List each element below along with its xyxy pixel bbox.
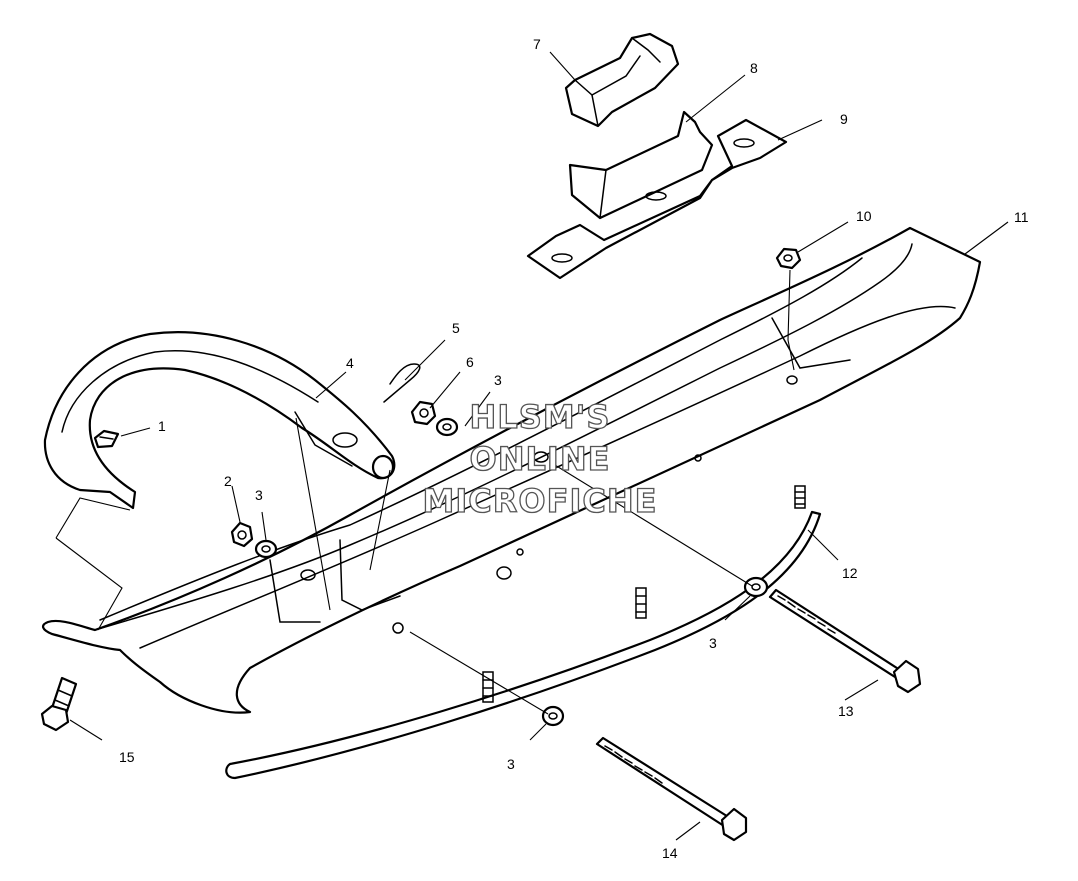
saddle-plate-part xyxy=(526,118,788,280)
callout-8: 8 xyxy=(750,60,758,76)
callout-15: 15 xyxy=(119,749,135,765)
callout-3-d: 3 xyxy=(507,756,515,772)
washer-3a-part xyxy=(254,539,278,559)
saddle-channel-part xyxy=(568,110,714,220)
callout-11: 11 xyxy=(1014,209,1029,225)
washer-3c-part xyxy=(743,576,769,598)
leader-lines xyxy=(55,51,1009,841)
callout-9: 9 xyxy=(840,111,848,127)
watermark-line-3: MICROFICHE xyxy=(423,482,658,520)
watermark: HLSM'S ONLINE MICROFICHE xyxy=(422,397,658,520)
callout-14: 14 xyxy=(662,845,678,861)
washer-3d-part xyxy=(541,705,565,727)
bolt-14-part xyxy=(595,736,748,842)
callout-12: 12 xyxy=(842,565,858,581)
saddle-cushion-part xyxy=(564,32,680,128)
callout-10: 10 xyxy=(856,208,872,224)
bolt-15-part xyxy=(40,676,78,732)
nut-10-part xyxy=(775,247,802,270)
callout-3-c: 3 xyxy=(709,635,717,651)
callout-5: 5 xyxy=(452,320,460,336)
bolt-13-part xyxy=(768,588,922,694)
nut-2-part xyxy=(230,521,254,548)
nut-6-part xyxy=(410,400,437,426)
callout-3-b: 3 xyxy=(494,372,502,388)
callout-13: 13 xyxy=(838,703,854,719)
callout-3-a: 3 xyxy=(255,487,263,503)
handle-loop-part xyxy=(43,331,396,510)
callout-6: 6 xyxy=(466,354,474,370)
washer-3b-part xyxy=(435,417,459,437)
callout-7: 7 xyxy=(533,36,541,52)
watermark-line-1: HLSM'S xyxy=(470,398,611,436)
cotter-pin-part xyxy=(383,363,421,403)
watermark-line-2: ONLINE xyxy=(470,440,611,478)
wear-bar-part xyxy=(225,485,822,780)
ski-part xyxy=(42,226,982,714)
callout-2: 2 xyxy=(224,473,232,489)
callout-1: 1 xyxy=(158,418,166,434)
clip-part xyxy=(93,429,120,449)
callout-numbers: 1 2 3 3 3 3 4 5 6 7 8 9 10 11 12 13 14 1… xyxy=(119,36,1029,861)
callout-4: 4 xyxy=(346,355,354,371)
